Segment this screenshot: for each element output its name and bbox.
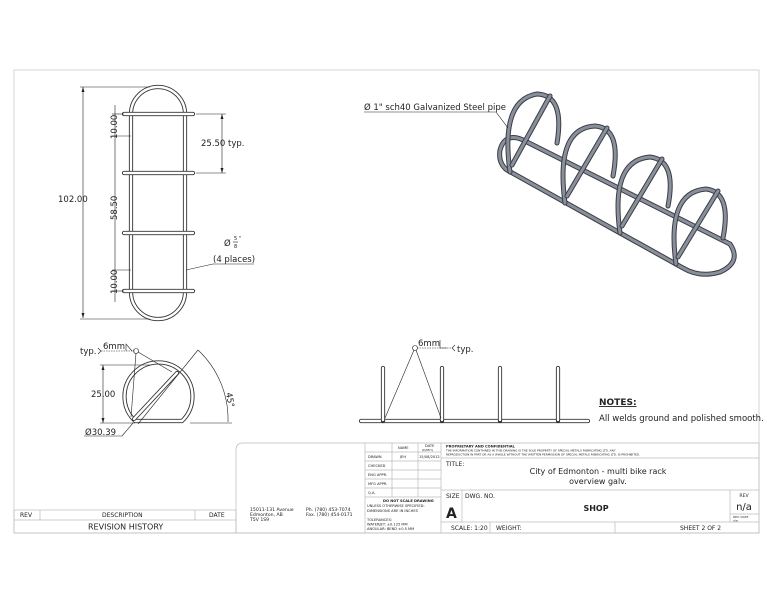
dim-bar-diameter-symbol: Ø — [224, 238, 231, 249]
side-view: 25.00 Ø30.39 45° typ. 6mm — [80, 342, 236, 438]
drawn-date: 15/08/2012 — [419, 455, 440, 459]
weld-size: 6mm — [418, 339, 440, 349]
title-label: TITLE: — [445, 461, 464, 468]
dim-overall-length: 102.00 — [58, 195, 88, 205]
dwg-no: SHOP — [583, 504, 608, 513]
sheet-border — [13, 69, 760, 534]
do-not-scale: DO NOT SCALE DRAWING — [383, 499, 434, 503]
fax: Fax. (780) 454-0171 — [306, 512, 353, 518]
dim-diameter: Ø30.39 — [85, 427, 116, 438]
dim-end-spacing-top: 10.00 — [110, 115, 120, 139]
dim-bar-diameter-numerator: 5 — [234, 236, 237, 242]
tolerance-angular: ANGULAR: BEND ±0.5 MM — [367, 527, 414, 531]
proprietary-text: THE INFORMATION CONTAINED IN THIS DRAWIN… — [445, 449, 616, 453]
weld-typ-label: typ. — [80, 347, 96, 357]
rev-value: n/a — [736, 502, 752, 513]
dim-bar-spacing: 25.50 typ. — [201, 139, 245, 149]
front-view: 6mm typ. — [358, 339, 591, 424]
dim-bar-diameter-denominator: 8 — [234, 244, 237, 250]
approval-label: DRAWN — [368, 455, 382, 459]
rev-label: REV — [739, 493, 749, 499]
weight-label: WEIGHT: — [496, 525, 522, 532]
rev-col-header: REV — [20, 512, 33, 519]
crossbars — [121, 111, 196, 294]
weld-size: 6mm — [103, 342, 125, 352]
top-view: 102.00 10.00 58.50 10.00 25.50 typ. Ø 5 … — [58, 84, 255, 322]
dim-height: 25.00 — [91, 390, 115, 400]
dwg-no-label: DWG. NO. — [465, 493, 495, 500]
approval-label: MFG APPR. — [368, 482, 387, 486]
dim-end-spacing-bottom: 10.00 — [110, 270, 120, 294]
tolerances-label: TOLERANCES: — [366, 518, 392, 522]
arches — [505, 91, 728, 267]
dim-angle: 45° — [223, 392, 235, 409]
address-line: T5V 1S9 — [249, 517, 269, 523]
sheet-number: SHEET 2 OF 2 — [680, 525, 721, 532]
scale: SCALE: 1:20 — [451, 525, 488, 532]
proprietary-title: PROPRIETARY AND CONFIDENTIAL — [446, 445, 516, 449]
phone: Ph. (780) 453-7074 — [306, 507, 351, 513]
rev-date-label: REV. DATE — [733, 515, 748, 519]
name-col-header: NAME — [398, 446, 409, 450]
weld-typ-label: typ. — [457, 345, 473, 355]
approval-label: ENG APPR. — [368, 473, 387, 477]
address-line: Edmonton, AB — [250, 512, 283, 518]
revision-history-title: REVISION HISTORY — [88, 523, 163, 532]
size-label: SIZE — [446, 493, 460, 500]
date-format: (D/M/Y) — [422, 448, 433, 452]
pipe-callout: Ø 1" sch40 Galvanized Steel pipe — [364, 102, 506, 113]
dim-bar-count: (4 places) — [213, 255, 255, 265]
proprietary-text: REPRODUCTION IN PART OR AS A WHOLE WITHO… — [446, 453, 640, 457]
notes-text: All welds ground and polished smooth. — [599, 414, 764, 424]
tolerance-waterjet: WATERJET: ±0.125 MM — [367, 523, 408, 527]
units-note: UNLESS OTHERWISE SPECIFIED: — [367, 504, 425, 508]
title-block: 15011-131 Avenue Edmonton, AB T5V 1S9 Ph… — [235, 442, 760, 534]
drawn-by: JEH — [399, 455, 406, 459]
drawing-subtitle: overview galv. — [569, 477, 627, 486]
revision-history: REV DESCRIPTION DATE REVISION HISTORY — [13, 509, 237, 534]
description-col-header: DESCRIPTION — [102, 512, 143, 519]
units-note: DIMENSIONS ARE IN INCHES — [367, 509, 419, 513]
approval-label: CHECKED — [368, 464, 386, 468]
approval-label: Q.A. — [368, 491, 376, 495]
dim-bar-diameter-unit: " — [239, 236, 241, 242]
date-col-header: DATE — [425, 444, 435, 448]
date-col-header: DATE — [209, 512, 225, 519]
notes-heading: NOTES: — [599, 398, 637, 408]
iso-view: Ø 1" sch40 Galvanized Steel pipe — [364, 91, 737, 277]
drawing-title: City of Edmonton - multi bike rack — [530, 467, 667, 476]
address-line: 15011-131 Avenue — [250, 507, 294, 513]
dim-middle-span: 58.50 — [110, 196, 120, 220]
sheet-size: A — [446, 506, 457, 522]
frame-loop — [128, 84, 188, 322]
rev-date: n/a — [733, 519, 738, 523]
